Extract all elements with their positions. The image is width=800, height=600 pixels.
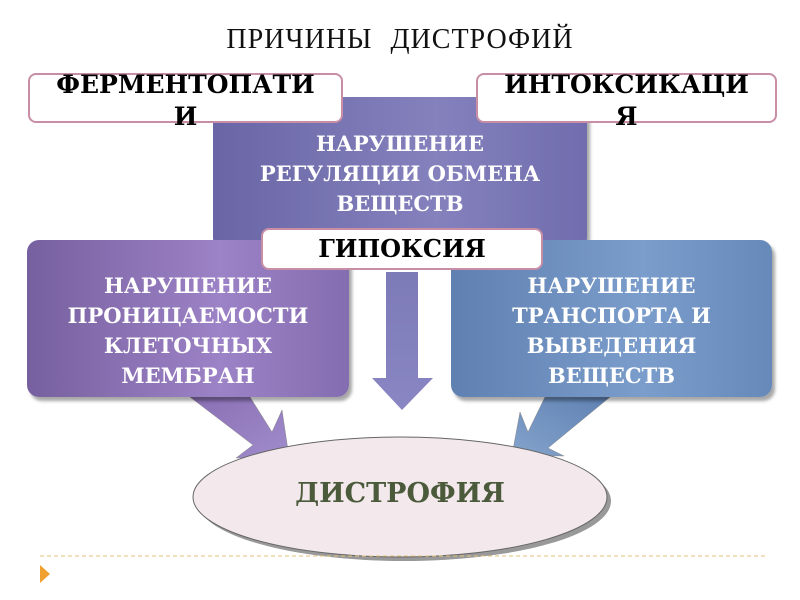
mechanism-text: МЕМБРАН [121,363,255,388]
result-ellipse [192,436,608,558]
mechanism-text: ПРОНИЦАЕМОСТИ [67,303,309,328]
mechanism-text: ТРАНСПОРТА И [512,303,711,328]
arrow-down-to-result [372,272,433,410]
arrow-right-to-result [511,396,611,457]
mechanism-text: ВЫВЕДЕНИЯ [526,333,697,358]
bullet-arrow-icon [40,565,50,583]
result-label: ДИСТРОФИЯ [295,478,505,509]
cause-text: ГИПОКСИЯ [318,234,486,263]
cause-text: ФЕРМЕНТОПАТИ [56,70,315,99]
cause-fermentopathy: ФЕРМЕНТОПАТИ И [28,70,343,131]
cause-text: ИНТОКСИКАЦИ [504,70,749,99]
cause-text: И [173,102,198,131]
slide-title: ПРИЧИНЫ ДИСТРОФИЙ [226,24,574,55]
mechanism-text: НАРУШЕНИЕ [315,131,485,156]
arrow-left-to-result [189,396,290,459]
cause-intoxication: ИНТОКСИКАЦИ Я [476,70,777,131]
mechanism-text: ВЕЩЕСТВ [336,191,464,216]
cause-hypoxia: ГИПОКСИЯ [261,228,543,270]
mechanism-text: КЛЕТОЧНЫХ [103,333,273,358]
mechanism-text: РЕГУЛЯЦИИ ОБМЕНА [259,161,541,186]
cause-text: Я [615,102,638,131]
mechanism-text: НАРУШЕНИЕ [103,273,273,298]
mechanism-text: ВЕЩЕСТВ [547,363,675,388]
mechanism-text: НАРУШЕНИЕ [527,273,696,298]
